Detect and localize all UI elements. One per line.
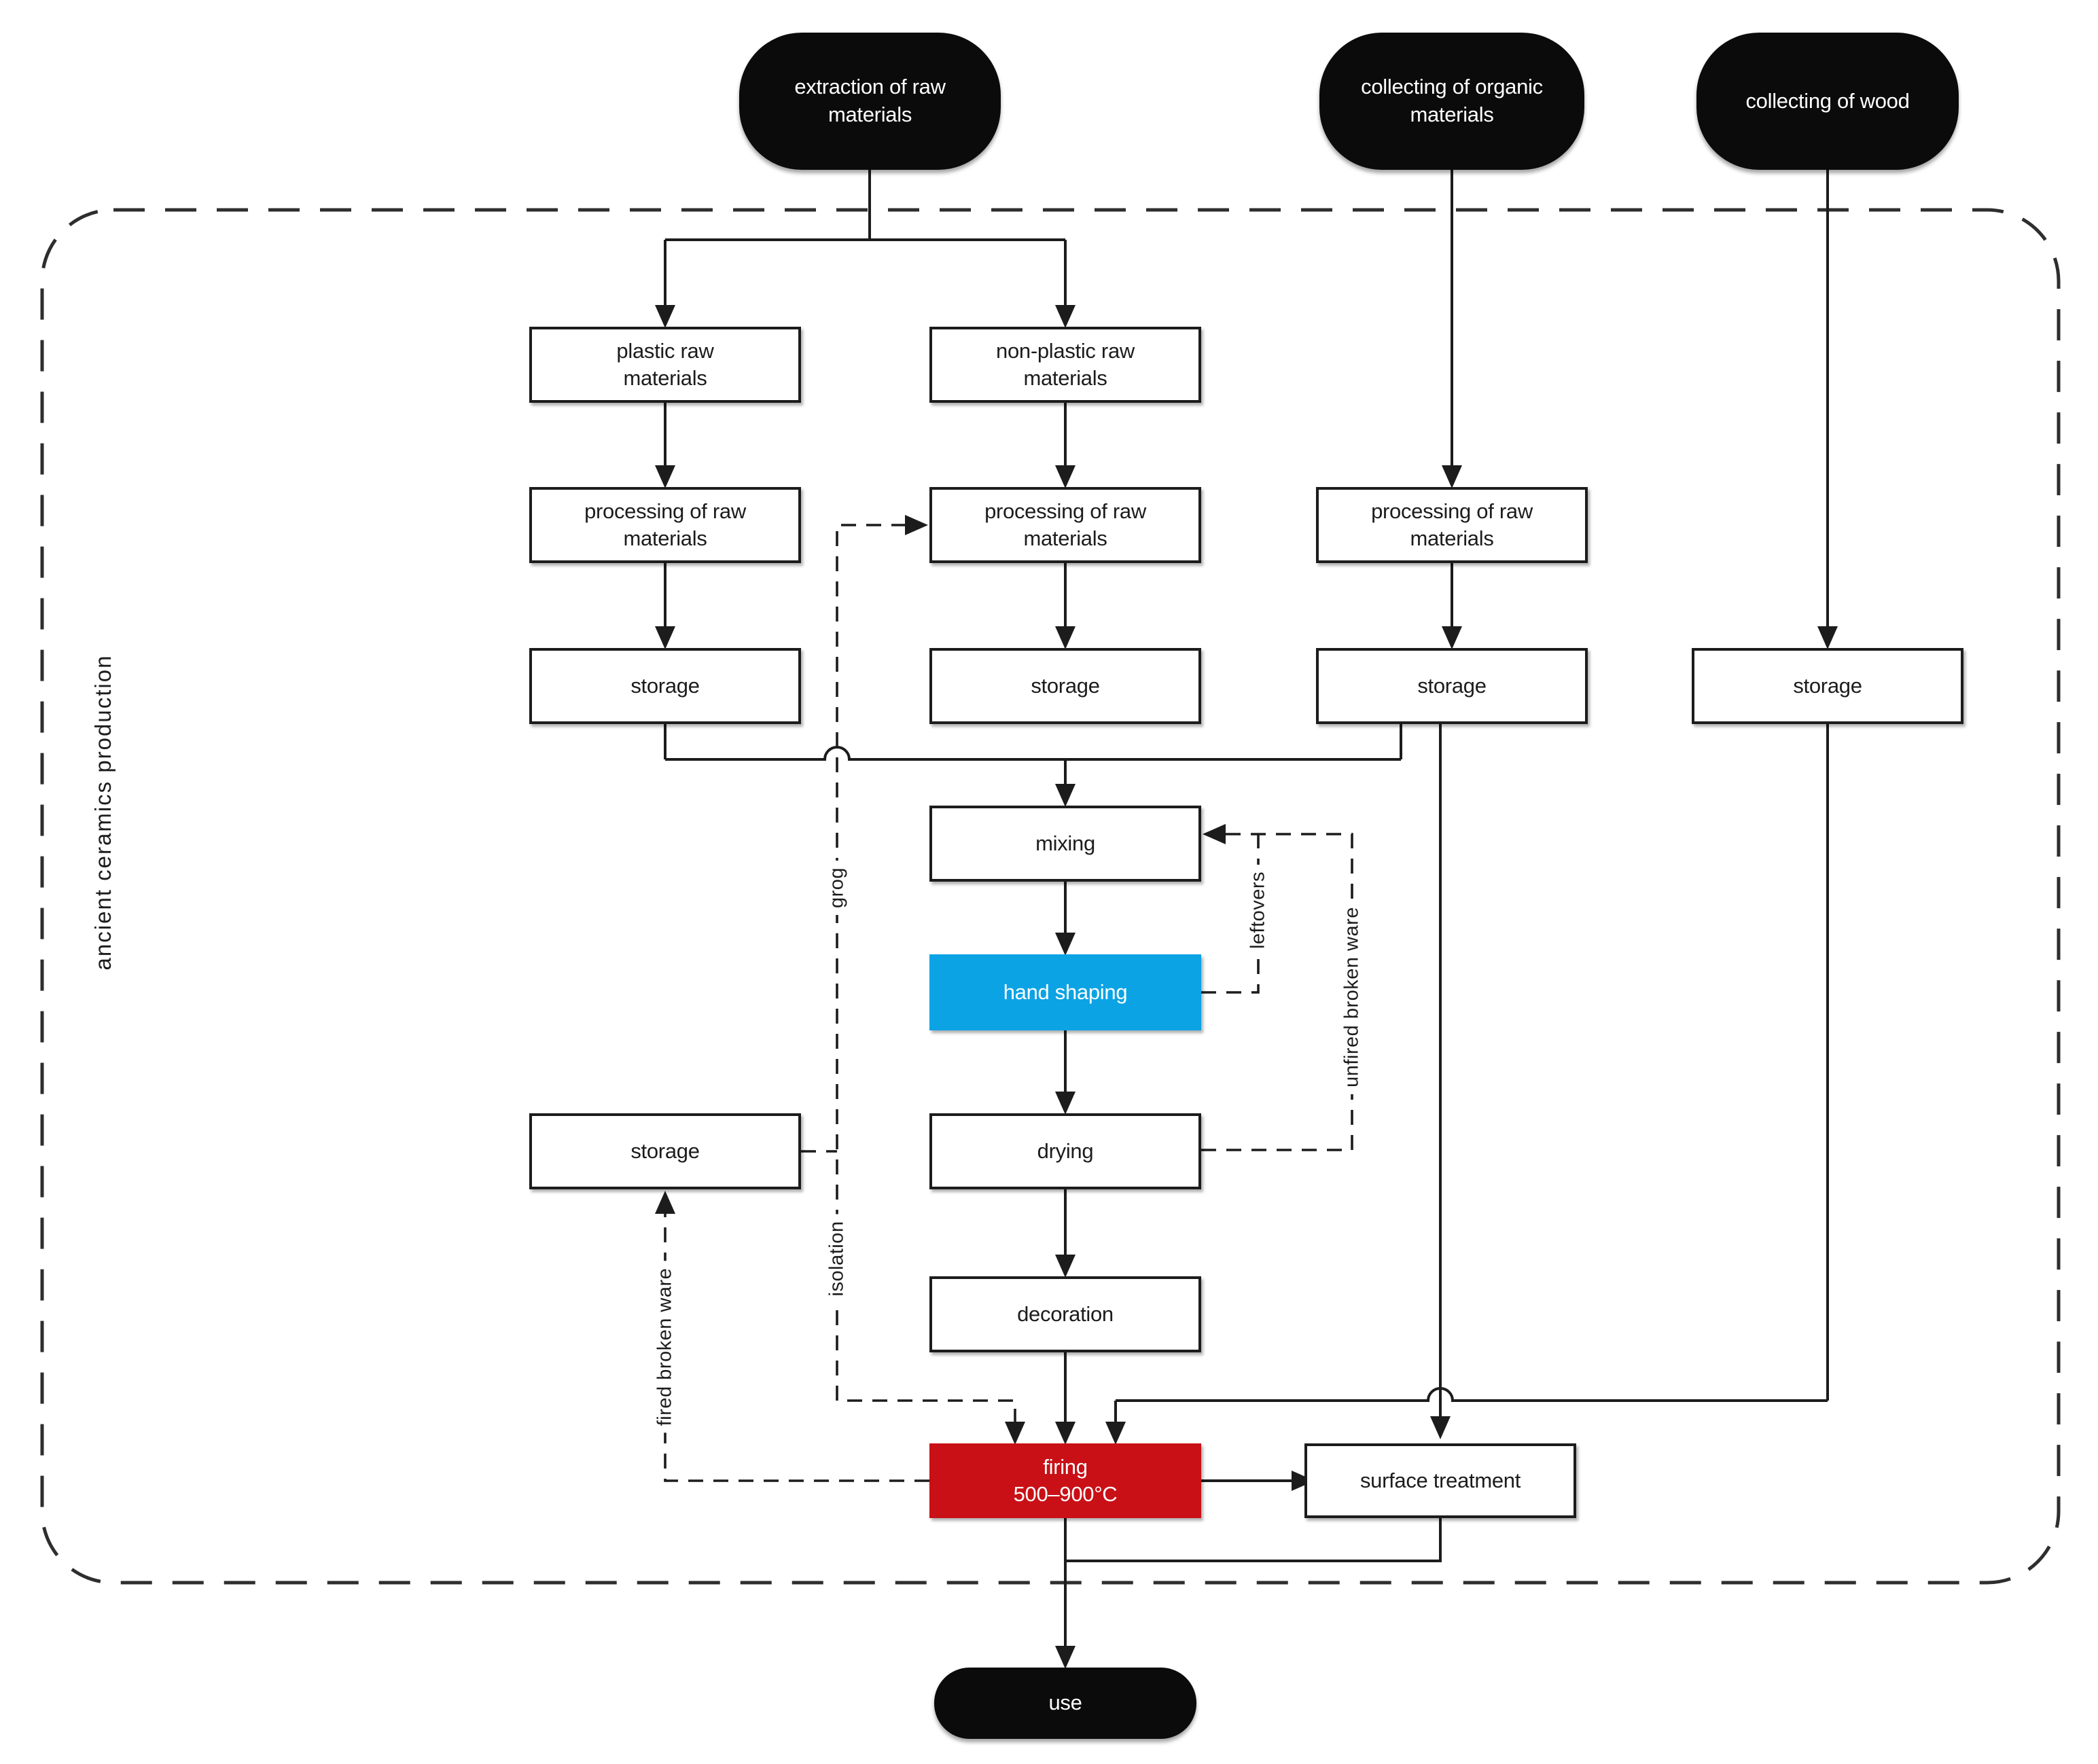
- node-label-line: storage: [630, 1139, 700, 1164]
- edge-surface-to-use-join: [1065, 1513, 1442, 1562]
- node-label-line: storage: [630, 674, 700, 698]
- arrowhead: [905, 515, 928, 535]
- node-mixing: mixing: [929, 806, 1201, 882]
- arrowhead: [1055, 305, 1075, 328]
- node-nonplastic-raw-materials: non-plastic raw materials: [929, 327, 1201, 403]
- arrowhead: [1055, 1422, 1075, 1445]
- production-region-border: [40, 208, 2061, 1585]
- node-drying: drying: [929, 1113, 1201, 1189]
- node-label-line: non-plastic raw: [996, 339, 1135, 363]
- region-label-ancient-ceramics-production: ancient ceramics production: [90, 654, 115, 971]
- node-label-line: processing of raw: [584, 499, 746, 524]
- node-label-line: hand shaping: [1003, 980, 1128, 1005]
- terminal-label-line: collecting of organic: [1361, 75, 1543, 99]
- arrowhead: [655, 305, 675, 328]
- node-label-line: materials: [623, 366, 707, 390]
- edge-storage-merge-to-mixing: [664, 724, 1402, 787]
- node-surface-treatment: surface treatment: [1304, 1443, 1576, 1518]
- node-storage-nonplastic: storage: [929, 648, 1201, 724]
- node-label-line: surface treatment: [1359, 1469, 1521, 1493]
- node-hand-shaping: hand shaping: [929, 954, 1201, 1030]
- node-label-line: materials: [623, 526, 707, 550]
- node-label-line: storage: [1417, 674, 1487, 698]
- node-label-line: processing of raw: [1371, 499, 1533, 524]
- node-label-line: storage: [1031, 674, 1100, 698]
- arrowhead: [1005, 1422, 1025, 1445]
- node-plastic-raw-materials: plastic raw materials: [529, 327, 801, 403]
- edge-label-isolation: isolation: [823, 1214, 851, 1303]
- terminal-use: use: [934, 1668, 1196, 1739]
- edge-label-leftovers: leftovers: [1245, 864, 1272, 956]
- node-label-line: storage: [1793, 674, 1862, 698]
- node-label-line: processing of raw: [984, 499, 1146, 524]
- arrowhead: [1055, 933, 1075, 956]
- arrowhead: [1055, 1092, 1075, 1115]
- node-storage-organic: storage: [1316, 648, 1588, 724]
- node-label-line: materials: [1023, 366, 1107, 390]
- terminal-label-line: extraction of raw: [794, 75, 946, 99]
- terminal-collecting-of-wood: collecting of wood: [1696, 33, 1959, 170]
- arrowhead: [1055, 1646, 1075, 1669]
- terminal-collecting-of-organic-materials: collecting of organic materials: [1319, 33, 1584, 170]
- node-label-line: mixing: [1035, 831, 1095, 856]
- node-label-line: drying: [1037, 1139, 1094, 1164]
- edge-woodstorage-to-firing: [1114, 724, 1829, 1424]
- arrowhead: [1442, 465, 1462, 488]
- node-processing-raw-materials-3: processing of raw materials: [1316, 487, 1588, 563]
- node-decoration: decoration: [929, 1276, 1201, 1352]
- terminal-label-line: collecting of wood: [1745, 88, 1910, 113]
- node-storage-wood: storage: [1692, 648, 1963, 724]
- arrowhead: [655, 465, 675, 488]
- node-processing-raw-materials-1: processing of raw materials: [529, 487, 801, 563]
- arrowhead: [655, 626, 675, 649]
- edge-label-unfired-broken-ware: unfired broken ware: [1338, 900, 1366, 1094]
- node-label-line: materials: [1410, 526, 1494, 550]
- arrowhead: [1203, 824, 1226, 844]
- edge-label-fired-broken-ware: fired broken ware: [652, 1261, 679, 1433]
- node-label-line: firing: [1043, 1455, 1088, 1479]
- edge-fired-broken-ware-dashed: [664, 1214, 929, 1482]
- arrowhead: [1292, 1471, 1315, 1491]
- node-label-line: 500–900°C: [1013, 1482, 1118, 1506]
- edge-label-grog: grog: [823, 860, 851, 916]
- arrowhead: [1055, 465, 1075, 488]
- terminal-extraction-of-raw-materials: extraction of raw materials: [739, 33, 1001, 170]
- arrowhead: [1817, 626, 1838, 649]
- edge-unfired-broken-ware-dashed: [1201, 833, 1353, 1151]
- terminal-label-line: materials: [828, 103, 912, 126]
- edge-extraction-split: [664, 170, 1067, 309]
- arrowhead: [1055, 1255, 1075, 1278]
- arrowhead: [1430, 1416, 1451, 1439]
- node-storage-plastic: storage: [529, 648, 801, 724]
- arrowhead: [1105, 1422, 1126, 1445]
- terminal-label-line: materials: [1410, 103, 1494, 126]
- node-label-line: plastic raw: [616, 339, 714, 363]
- arrowhead: [1055, 784, 1075, 807]
- node-storage-fired-broken-ware: storage: [529, 1113, 801, 1189]
- edge-grog-isolation-dashed: [836, 524, 1016, 1426]
- arrowhead: [1055, 626, 1075, 649]
- arrowhead: [655, 1191, 675, 1214]
- terminal-label-line: use: [1048, 1691, 1082, 1715]
- arrowhead: [1442, 626, 1462, 649]
- node-processing-raw-materials-2: processing of raw materials: [929, 487, 1201, 563]
- node-firing: firing 500–900°C: [929, 1443, 1201, 1518]
- node-label-line: decoration: [1017, 1302, 1114, 1327]
- node-label-line: materials: [1023, 526, 1107, 550]
